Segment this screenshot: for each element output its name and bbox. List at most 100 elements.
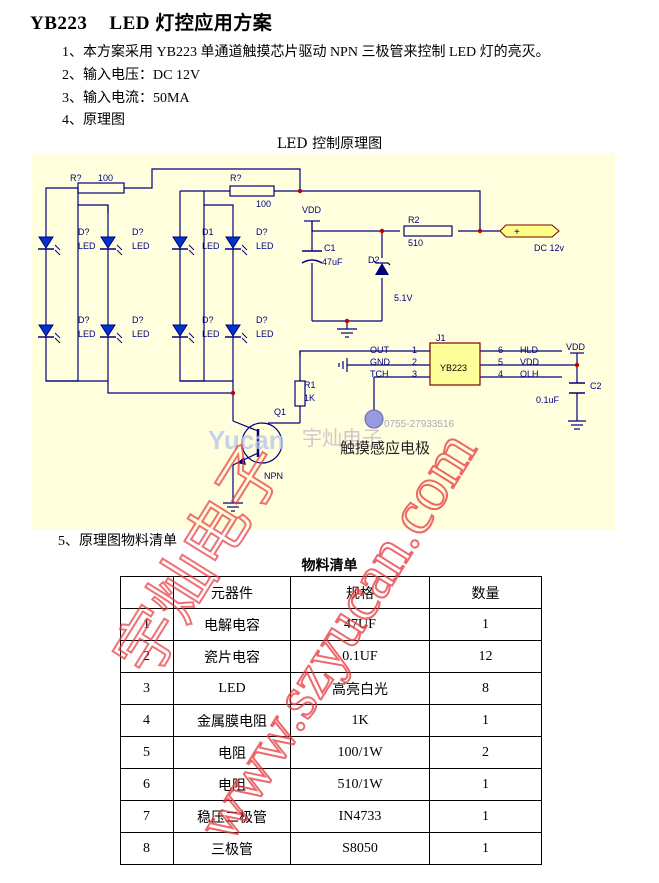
table-cell: 1 (429, 832, 542, 865)
pin-1: 1 (412, 345, 417, 355)
pin-out: OUT (370, 345, 390, 355)
npn-label: NPN (264, 471, 283, 481)
table-header: 规格 (290, 576, 430, 609)
table-cell: 3 (120, 672, 174, 705)
led-ref: D? (78, 315, 90, 325)
table-cell: 稳压二极管 (173, 800, 291, 833)
doc-id: YB223 (30, 13, 88, 34)
led-val: LED (256, 241, 274, 251)
d2-label: D2 (368, 255, 380, 265)
led-val: LED (78, 241, 96, 251)
section-1: 1、本方案采用 YB223 单通道触摸芯片驱动 NPN 三极管来控制 LED 灯… (62, 43, 550, 62)
table-cell: 8 (429, 672, 542, 705)
brand-logo: Yucan (208, 425, 285, 455)
table-cell: 0.1UF (290, 640, 430, 673)
section-2: 2、输入电压：DC 12V (62, 66, 200, 85)
r-top2-label: R? (230, 173, 242, 183)
led-ref: D? (132, 315, 144, 325)
table-cell: LED (173, 672, 291, 705)
led-ref: D? (78, 227, 90, 237)
table-cell: 4 (120, 704, 174, 737)
table-row: 8 三极管 S8050 1 (120, 832, 542, 865)
r-top2-value: 100 (256, 199, 271, 209)
led-ref: D1 (202, 227, 214, 237)
c1-value: 47uF (322, 257, 343, 267)
table-cell: 7 (120, 800, 174, 833)
table-cell: IN4733 (290, 800, 430, 833)
led-ref: D? (256, 227, 268, 237)
table-cell: 1 (429, 608, 542, 641)
section-5: 5、原理图物料清单 (58, 532, 177, 551)
table-row: 7 稳压二极管 IN4733 1 (120, 800, 542, 833)
table-row: 2 瓷片电容 0.1UF 12 (120, 640, 542, 673)
table-cell: 47UF (290, 608, 430, 641)
schematic-diagram: R? 100 R? 100 R2 510 + DC 12v C1 47uF D2… (32, 153, 615, 530)
table-cell: 1 (429, 768, 542, 801)
pin-2: 2 (412, 357, 417, 367)
table-header-row: 元器件 规格 数量 (120, 576, 542, 609)
table-row: 4 金属膜电阻 1K 1 (120, 704, 542, 737)
table-cell: 12 (429, 640, 542, 673)
vdd2-label: VDD (566, 342, 586, 352)
led-val: LED (256, 329, 274, 339)
c2-label: C2 (590, 381, 602, 391)
schematic-caption: LED 控制原理图 (276, 136, 383, 152)
table-row: 1 电解电容 47UF 1 (120, 608, 542, 641)
table-cell: 510/1W (290, 768, 430, 801)
table-cell: 1K (290, 704, 430, 737)
table-cell: 5 (120, 736, 174, 769)
pin-tch: TCH (370, 369, 389, 379)
table-cell: S8050 (290, 832, 430, 865)
doc-title-text: LED 灯控应用方案 (109, 13, 273, 34)
led-val: LED (132, 329, 150, 339)
led-val: LED (78, 329, 96, 339)
vdd1-label: VDD (302, 205, 322, 215)
table-cell: 6 (120, 768, 174, 801)
q1-label: Q1 (274, 407, 286, 417)
pin-4: 4 (498, 369, 503, 379)
table-header: 元器件 (173, 576, 291, 609)
table-cell: 电解电容 (173, 608, 291, 641)
r-top1-value: 100 (98, 173, 113, 183)
c1-label: C1 (324, 243, 336, 253)
table-cell: 电阻 (173, 768, 291, 801)
section-num: 5、 (58, 534, 79, 549)
table-cell: 1 (120, 608, 174, 641)
led-ref: D? (256, 315, 268, 325)
table-row: 3 LED 高亮白光 8 (120, 672, 542, 705)
table-cell: 8 (120, 832, 174, 865)
table-row: 6 电阻 510/1W 1 (120, 768, 542, 801)
table-cell: 1 (429, 704, 542, 737)
touch-electrode-label: 触摸感应电极 (340, 439, 430, 457)
r1-value: 1K (304, 393, 315, 403)
section-4: 4、原理图 (62, 111, 125, 130)
section-num: 4、 (62, 113, 83, 128)
table-header: 数量 (429, 576, 542, 609)
section-text: 原理图物料清单 (79, 534, 177, 549)
chip-label: YB223 (440, 363, 467, 373)
section-num: 3、 (62, 91, 83, 106)
r2-value: 510 (408, 238, 423, 248)
table-cell: 2 (429, 736, 542, 769)
table-cell: 金属膜电阻 (173, 704, 291, 737)
section-num: 1、 (62, 45, 83, 60)
pin-olh: OLH (520, 369, 539, 379)
pin-5: 5 (498, 357, 503, 367)
brand-logo-cn: 宇灿电子 (302, 426, 382, 450)
led-val: LED (202, 241, 220, 251)
dc-plus: + (514, 227, 520, 238)
led-ref: D? (202, 315, 214, 325)
phone-number: 0755-27933516 (384, 419, 455, 430)
section-3: 3、输入电流：50MA (62, 89, 190, 108)
dc-label: DC 12v (534, 243, 565, 253)
section-text: 输入电流：50MA (83, 91, 190, 106)
r1-label: R1 (304, 380, 316, 390)
section-num: 2、 (62, 68, 83, 83)
pin-hld: HLD (520, 345, 539, 355)
section-text: 原理图 (83, 113, 125, 128)
table-cell: 1 (429, 800, 542, 833)
led-val: LED (202, 329, 220, 339)
table-row: 5 电阻 100/1W 2 (120, 736, 542, 769)
pin-3: 3 (412, 369, 417, 379)
d2-value: 5.1V (394, 293, 413, 303)
